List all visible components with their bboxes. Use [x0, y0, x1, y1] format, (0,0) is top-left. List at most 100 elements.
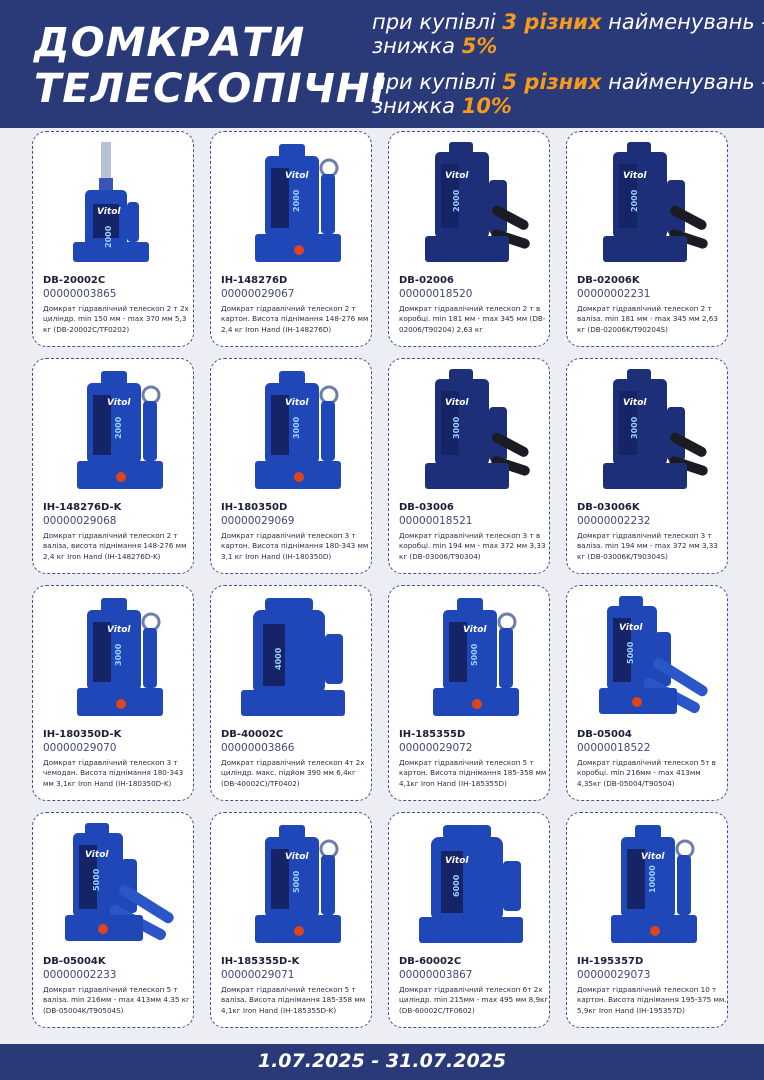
product-code: DB-05004K: [43, 956, 106, 967]
product-description: Домкрат гідравлічний телескоп 2 т картон…: [221, 304, 369, 334]
product-code: IH-148276D-K: [43, 502, 122, 513]
capacity-label: 3000: [630, 416, 639, 439]
product-image: Vitol 5000: [43, 819, 183, 955]
brand-logo: Vitol: [445, 171, 469, 181]
capacity-label: 3000: [292, 416, 301, 439]
product-description: Домкрат гідравлічний телескоп 2 т 2х цил…: [43, 304, 189, 334]
brand-logo: Vitol: [97, 207, 121, 217]
product-sku: 00000029068: [43, 515, 117, 527]
brand-logo: Vitol: [445, 398, 469, 408]
product-sku: 00000003867: [399, 969, 473, 981]
brand-logo: Vitol: [85, 850, 109, 860]
footer-banner: 1.07.2025 - 31.07.2025: [0, 1044, 764, 1080]
capacity-label: 3000: [114, 643, 123, 666]
header-banner: ДОМКРАТИ ТЕЛЕСКОПІЧНІ при купівлі 3 різн…: [0, 0, 764, 128]
product-sku: 00000003865: [43, 288, 117, 300]
capacity-label: 10000: [648, 865, 657, 893]
title-line-1: ДОМКРАТИ: [34, 20, 306, 66]
promo-2-line-1: при купівлі 5 різних найменувань -: [372, 70, 764, 94]
capacity-label: 2000: [292, 189, 301, 212]
product-image: Vitol 3000: [43, 592, 183, 728]
product-code: DB-40002C: [221, 729, 284, 740]
product-description: Домкрат гідравлічний телескоп 2 т валіза…: [577, 304, 718, 334]
capacity-label: 5000: [92, 868, 101, 891]
brand-logo: Vitol: [623, 171, 647, 181]
product-description: Домкрат гідравлічний телескоп 3 т картон…: [221, 531, 369, 561]
product-image: 4000: [221, 592, 361, 728]
product-code: IH-180350D-K: [43, 729, 122, 740]
product-sku: 00000002231: [577, 288, 651, 300]
promo-1-line-2: знижка 5%: [372, 34, 498, 58]
product-description: Домкрат гідравлічний телескоп 5 т картон…: [399, 758, 547, 788]
promo-block: при купівлі 3 різних найменувань - знижк…: [372, 10, 764, 118]
product-sku: 00000029072: [399, 742, 473, 754]
product-sku: 00000002233: [43, 969, 117, 981]
brand-logo: Vitol: [641, 852, 665, 862]
product-sku: 00000029070: [43, 742, 117, 754]
brand-logo: Vitol: [619, 623, 643, 633]
product-code: DB-05004: [577, 729, 632, 740]
product-description: Домкрат гідравлічний телескоп 3 т валіза…: [577, 531, 718, 561]
product-sku: 00000029067: [221, 288, 295, 300]
brand-logo: Vitol: [623, 398, 647, 408]
product-code: IH-185355D-K: [221, 956, 300, 967]
promo-2-line-2: знижка 10%: [372, 94, 512, 118]
product-sku: 00000029069: [221, 515, 295, 527]
product-image: Vitol 2000: [221, 138, 361, 274]
capacity-label: 2000: [630, 189, 639, 212]
product-image: Vitol 3000: [221, 365, 361, 501]
product-sku: 00000029071: [221, 969, 295, 981]
product-sku: 00000002232: [577, 515, 651, 527]
capacity-label: 6000: [452, 874, 461, 897]
product-description: Домкрат гідравлічний телескоп 5 т валіза…: [43, 985, 190, 1015]
brand-logo: Vitol: [285, 398, 309, 408]
product-code: IH-180350D: [221, 502, 288, 513]
product-image: Vitol 5000: [399, 592, 539, 728]
product-code: DB-03006K: [577, 502, 640, 513]
brand-logo: Vitol: [107, 625, 131, 635]
product-description: Домкрат гідравлічний телескоп 10 т карто…: [577, 985, 727, 1015]
product-sku: 00000029073: [577, 969, 651, 981]
title-line-2: ТЕЛЕСКОПІЧНІ: [34, 66, 387, 112]
product-code: IH-148276D: [221, 275, 288, 286]
page-title: ДОМКРАТИ ТЕЛЕСКОПІЧНІ: [34, 20, 386, 112]
brand-logo: Vitol: [285, 171, 309, 181]
brand-logo: Vitol: [463, 625, 487, 635]
product-description: Домкрат гідравлічний телескоп 3 т в коро…: [399, 531, 546, 561]
product-description: Домкрат гідравлічний телескоп 2 т валіза…: [43, 531, 187, 561]
product-image: Vitol 2000: [577, 138, 717, 274]
product-image: Vitol 2000: [399, 138, 539, 274]
capacity-label: 2000: [452, 189, 461, 212]
capacity-label: 5000: [470, 643, 479, 666]
product-code: DB-02006K: [577, 275, 640, 286]
product-code: DB-60002C: [399, 956, 462, 967]
product-code: IH-195357D: [577, 956, 644, 967]
product-image: Vitol 6000: [399, 819, 539, 955]
product-description: Домкрат гідравлічний телескоп 5 т валіза…: [221, 985, 366, 1015]
brand-logo: Vitol: [445, 856, 469, 866]
product-description: Домкрат гідравлічний телескоп 4т 2х цилі…: [221, 758, 365, 788]
product-code: IH-185355D: [399, 729, 466, 740]
